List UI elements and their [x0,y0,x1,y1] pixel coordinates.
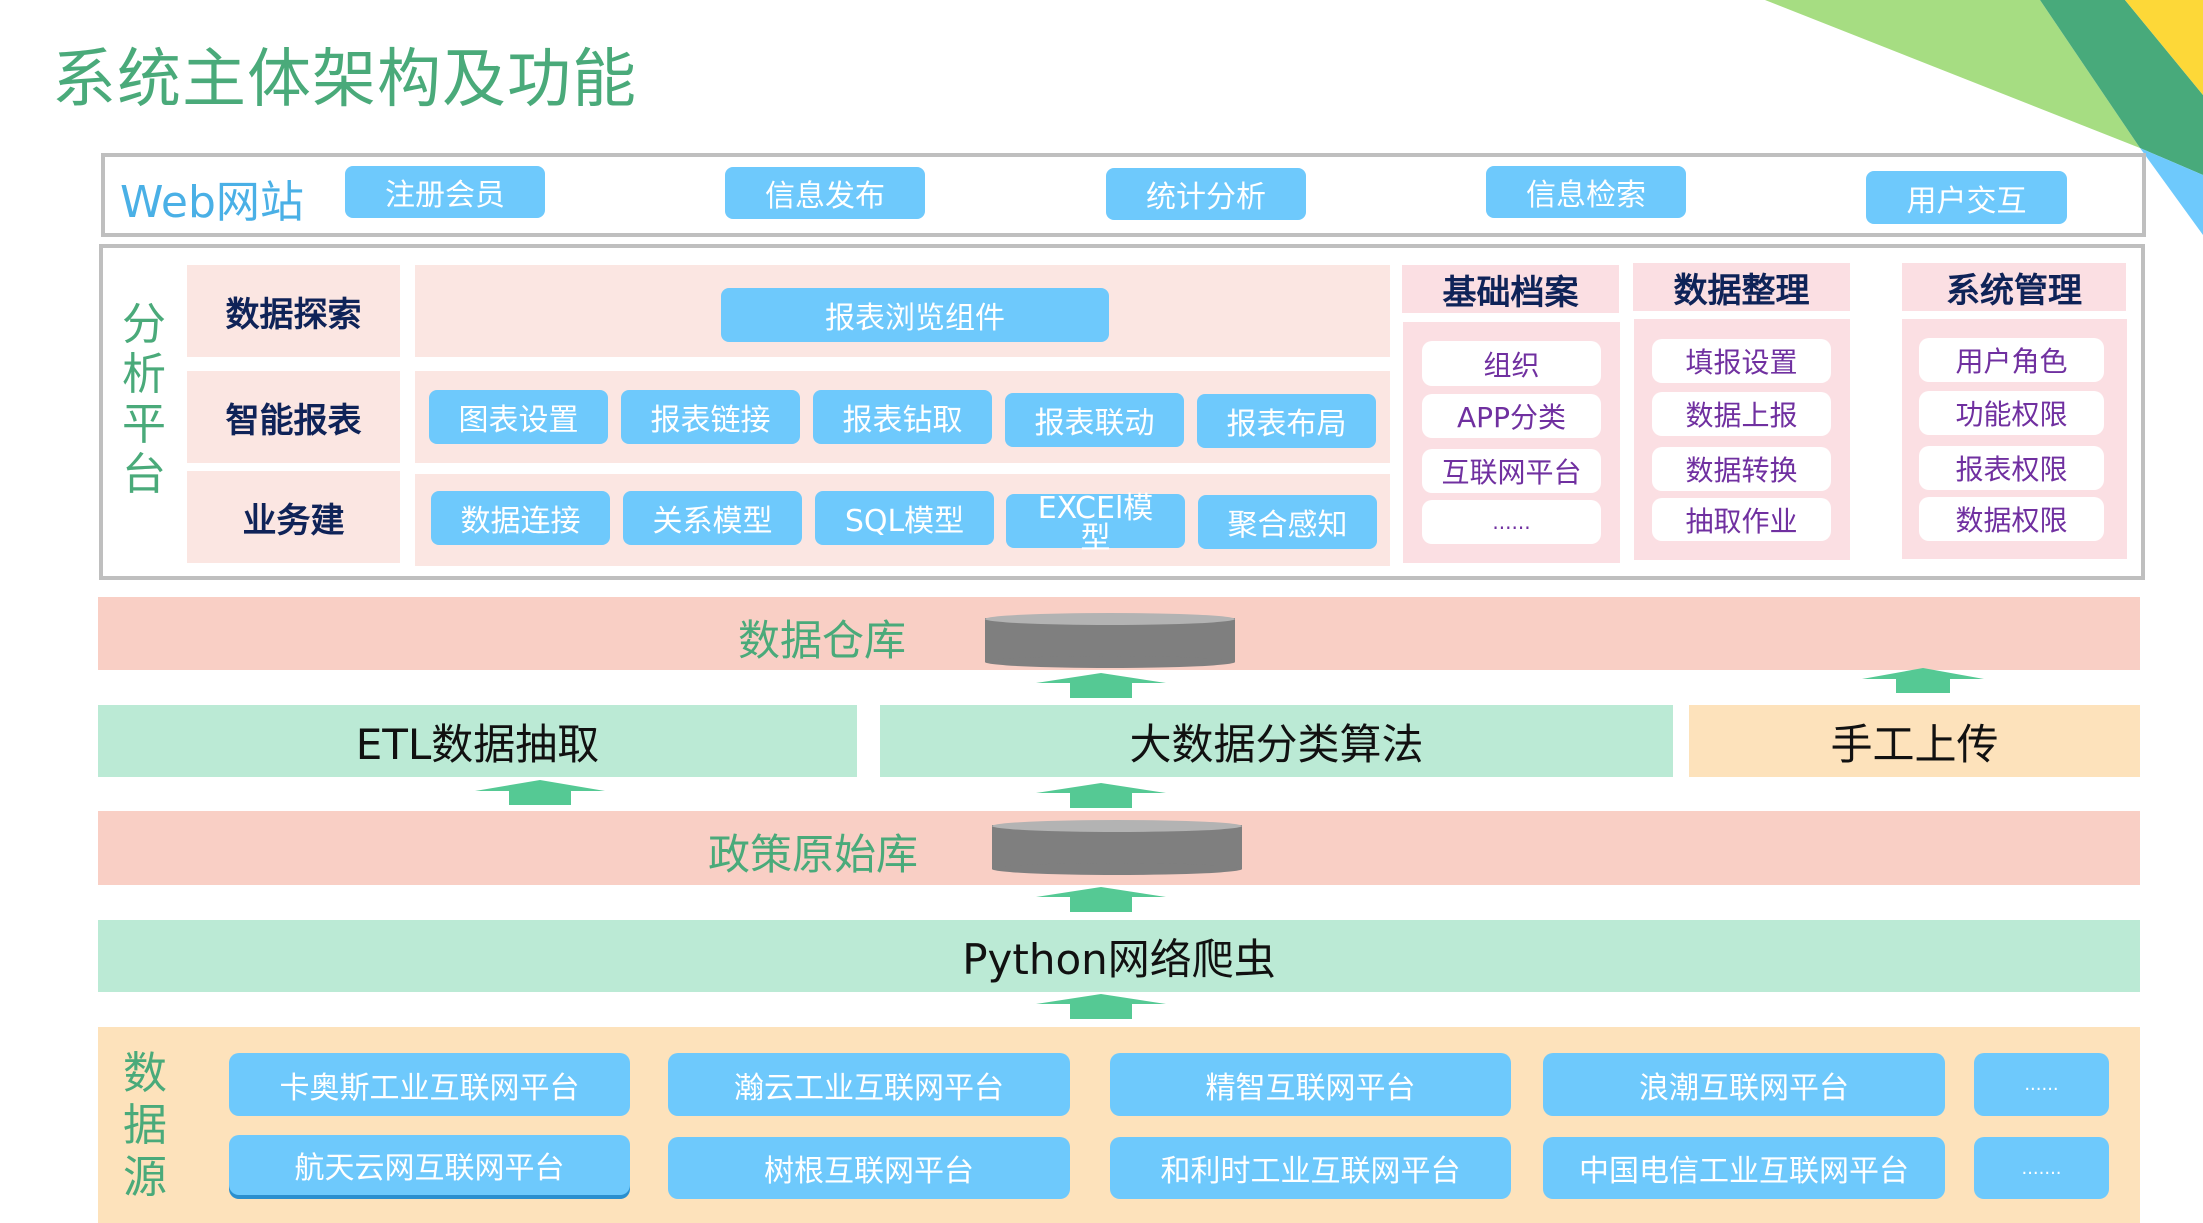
web-site-label: Web网站 [120,177,304,228]
analysis-label-char: 台 [122,449,166,500]
row-label-business-model: 业务建 [187,471,400,563]
arrow-up-icon [1036,994,1166,1019]
analysis-label-char: 析 [122,349,166,400]
organize-item-fill-settings[interactable]: 填报设置 [1652,339,1831,383]
analysis-label-char: 分 [122,299,166,350]
corner-stripe-yellow [2125,0,2203,95]
arrow-up-icon [1036,673,1166,698]
admin-item-user-role[interactable]: 用户角色 [1919,338,2104,382]
archive-item-internet-platform[interactable]: 互联网平台 [1422,449,1601,493]
source-label-char: 据 [123,1100,167,1151]
web-button-interact[interactable]: 用户交互 [1866,171,2067,224]
archive-item-more[interactable]: ...... [1422,500,1601,544]
column-header-system-admin: 系统管理 [1902,263,2126,311]
column-header-data-organize: 数据整理 [1633,263,1850,311]
policy-raw-db-label: 政策原始库 [708,830,919,879]
admin-item-data-perm[interactable]: 数据权限 [1919,497,2104,541]
bigdata-classify-box: 大数据分类算法 [880,705,1673,777]
source-jingzhi[interactable]: 精智互联网平台 [1110,1053,1511,1116]
source-china-telecom[interactable]: 中国电信工业互联网平台 [1543,1137,1945,1199]
column-header-base-archive: 基础档案 [1402,265,1619,313]
database-icon [992,820,1242,875]
source-rootcloud[interactable]: 树根互联网平台 [668,1137,1070,1199]
item-aggregate-aware[interactable]: 聚合感知 [1198,495,1377,549]
source-label-char: 数 [123,1048,167,1099]
web-button-publish[interactable]: 信息发布 [725,167,925,219]
item-data-connect[interactable]: 数据连接 [431,491,610,545]
archive-item-app-category[interactable]: APP分类 [1422,394,1601,438]
arrow-up-icon [1036,783,1166,808]
web-button-register[interactable]: 注册会员 [345,166,545,218]
organize-item-data-report[interactable]: 数据上报 [1652,392,1831,436]
item-report-browser[interactable]: 报表浏览组件 [721,288,1109,342]
python-crawler-band: Python网络爬虫 [98,920,2140,992]
source-label-char: 源 [123,1152,167,1203]
manual-upload-box: 手工上传 [1689,705,2140,777]
admin-item-report-perm[interactable]: 报表权限 [1919,446,2104,490]
item-excel-model[interactable]: EXCEl模型 [1006,494,1185,554]
item-report-drill[interactable]: 报表钻取 [813,390,992,444]
database-icon [985,613,1235,668]
source-hanyun[interactable]: 瀚云工业互联网平台 [668,1053,1070,1116]
arrow-up-icon [475,780,605,805]
analysis-platform-label: 分 析 平 台 [119,300,169,500]
source-kaos[interactable]: 卡奥斯工业互联网平台 [229,1053,630,1116]
page-title: 系统主体架构及功能 [52,43,637,117]
archive-item-org[interactable]: 组织 [1422,341,1601,386]
item-relation-model[interactable]: 关系模型 [623,491,802,545]
data-warehouse-label: 数据仓库 [738,616,907,665]
organize-item-extract-job[interactable]: 抽取作业 [1652,498,1831,541]
corner-stripe-lightgreen [1765,0,2140,148]
organize-item-data-convert[interactable]: 数据转换 [1652,447,1831,491]
analysis-label-char: 平 [122,399,166,450]
source-hollysys[interactable]: 和利时工业互联网平台 [1110,1137,1511,1199]
source-more-2[interactable]: ....... [1974,1137,2109,1199]
item-report-link[interactable]: 报表链接 [621,390,800,444]
row-label-smart-report: 智能报表 [187,371,400,463]
web-button-search[interactable]: 信息检索 [1486,166,1686,218]
source-casicloud[interactable]: 航天云网互联网平台 [229,1135,630,1195]
data-source-label: 数 据 源 [120,1048,170,1204]
item-sql-model[interactable]: SQL模型 [815,491,994,545]
arrow-up-icon [1862,668,1984,693]
item-chart-settings[interactable]: 图表设置 [429,390,608,444]
source-inspur[interactable]: 浪潮互联网平台 [1543,1053,1945,1116]
admin-item-function-perm[interactable]: 功能权限 [1919,391,2104,435]
source-more-1[interactable]: ...... [1974,1053,2109,1116]
corner-stripe-blue [2140,148,2203,235]
etl-extract-box: ETL数据抽取 [98,705,857,777]
item-report-linkage[interactable]: 报表联动 [1005,393,1184,447]
row-label-data-explore: 数据探索 [187,265,400,357]
arrow-up-icon [1036,887,1166,912]
web-button-statistics[interactable]: 统计分析 [1106,168,1306,220]
corner-stripe-darkgreen [2040,0,2203,175]
item-report-layout[interactable]: 报表布局 [1197,394,1376,448]
